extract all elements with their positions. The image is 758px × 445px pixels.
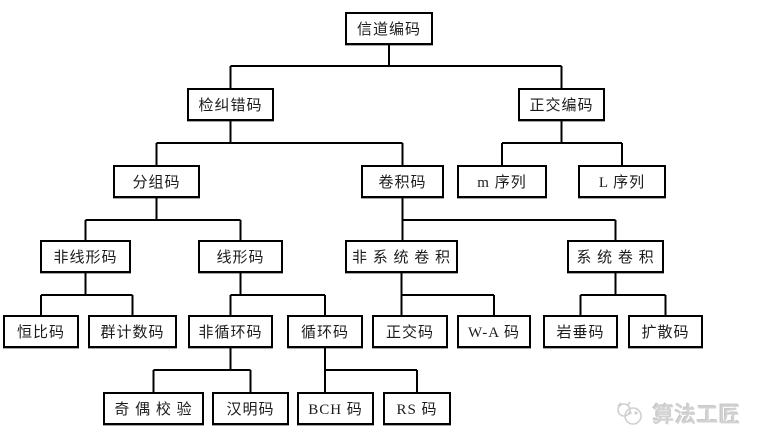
node-channel-coding: 信道编码 xyxy=(345,12,433,45)
connector-systematic-conv xyxy=(579,273,667,315)
connector-noncyclic-code xyxy=(152,348,252,392)
connector-channel-coding xyxy=(229,45,563,88)
node-rs-code: RS 码 xyxy=(383,392,451,425)
connector-orthogonal-coding xyxy=(501,121,623,165)
node-orthogonal-code: 正交码 xyxy=(372,315,448,348)
node-systematic-conv: 系 统 卷 积 xyxy=(567,240,664,273)
node-hamming-code: 汉明码 xyxy=(212,392,289,425)
node-bch-code: BCH 码 xyxy=(297,392,374,425)
node-parity-check: 奇 偶 校 验 xyxy=(103,392,204,425)
watermark: 算法工匠 xyxy=(614,399,741,429)
node-block-code: 分组码 xyxy=(113,165,200,198)
node-constant-ratio-code: 恒比码 xyxy=(3,315,79,348)
connector-error-correction xyxy=(155,121,404,165)
node-orthogonal-coding: 正交编码 xyxy=(518,88,605,121)
node-iwadare-code: 岩垂码 xyxy=(543,315,618,348)
connector-cyclic-code xyxy=(324,348,418,392)
connector-block-code xyxy=(84,198,242,240)
node-convolutional-code: 卷积码 xyxy=(361,165,444,198)
node-wa-code: W-A 码 xyxy=(457,315,531,348)
connector-nonlinear-code xyxy=(40,273,134,315)
node-noncyclic-code: 非循环码 xyxy=(188,315,273,348)
node-diffusion-code: 扩散码 xyxy=(628,315,703,348)
node-nonsystematic-conv: 非 系 统 卷 积 xyxy=(345,240,458,273)
node-group-count-code: 群计数码 xyxy=(88,315,177,348)
node-error-correction: 检纠错码 xyxy=(187,88,274,121)
connector-convolutional-code xyxy=(401,198,617,240)
watermark-label: 算法工匠 xyxy=(653,404,741,427)
node-linear-code: 线形码 xyxy=(198,240,283,273)
node-m-sequence: m 序列 xyxy=(457,165,547,198)
node-cyclic-code: 循环码 xyxy=(287,315,363,348)
node-l-sequence: L 序列 xyxy=(578,165,666,198)
connector-linear-code xyxy=(229,273,326,315)
node-nonlinear-code: 非线形码 xyxy=(40,240,131,273)
mascot-icon xyxy=(614,401,648,427)
connector-nonsystematic-conv xyxy=(400,273,495,315)
